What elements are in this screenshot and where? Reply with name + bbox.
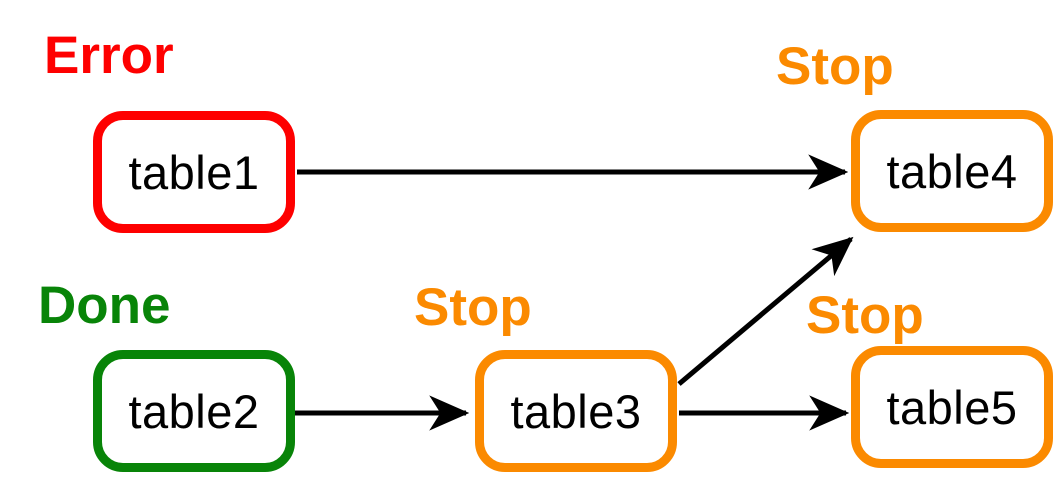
node-table1[interactable]: table1 [93, 111, 295, 233]
status-label-table1: Error [44, 26, 174, 85]
node-table3[interactable]: table3 [475, 350, 677, 472]
status-label-table2: Done [38, 276, 171, 335]
status-label-table3: Stop [414, 278, 532, 337]
node-table4[interactable]: table4 [851, 110, 1053, 232]
status-label-table4: Stop [776, 37, 894, 96]
node-table2[interactable]: table2 [93, 350, 295, 472]
node-table5[interactable]: table5 [851, 346, 1053, 468]
status-label-table5: Stop [806, 286, 924, 345]
